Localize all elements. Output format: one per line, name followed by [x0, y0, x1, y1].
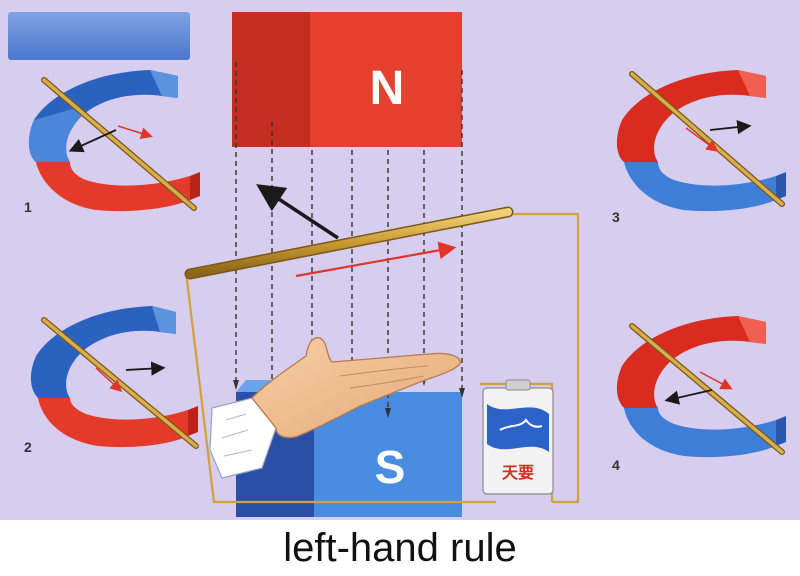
battery-icon: 天要: [482, 379, 554, 495]
conductor-rod: [184, 206, 514, 280]
south-label: S: [375, 441, 406, 493]
diagram-4-number: 4: [612, 457, 620, 473]
force-arrow: [256, 184, 339, 240]
small-diagram-3: 3: [612, 70, 786, 225]
north-pole-block: N: [232, 12, 462, 147]
header-box: [8, 12, 190, 60]
battery-label: 天要: [502, 463, 534, 482]
small-diagram-4: 4: [612, 316, 786, 473]
small-diagram-2: 2: [24, 306, 199, 455]
current-arrow: [295, 241, 457, 278]
diagram-3-number: 3: [612, 209, 620, 225]
north-label: N: [370, 62, 405, 115]
diagram-1-number: 1: [24, 199, 32, 215]
left-hand-rule-diagram: N S: [0, 0, 800, 520]
caption: left-hand rule: [283, 526, 517, 570]
small-diagram-1: 1: [24, 70, 200, 215]
hand-icon: [209, 337, 461, 479]
diagram-2-number: 2: [24, 439, 32, 455]
